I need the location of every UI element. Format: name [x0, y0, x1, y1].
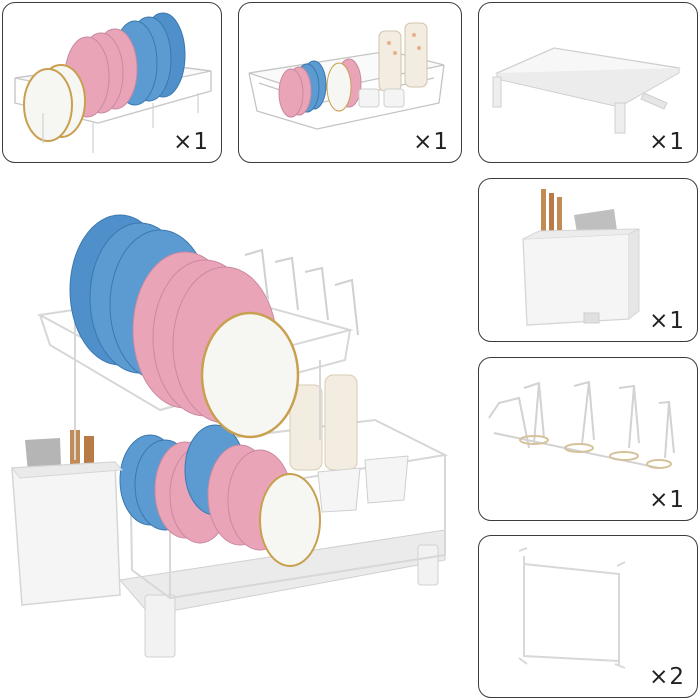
part-card-drain-board: ×1: [478, 2, 698, 163]
assembled-dish-rack: [0, 175, 470, 700]
upper-rack-quantity: ×1: [173, 129, 209, 155]
utensil-holder-image: [522, 189, 640, 326]
drain-board-image: [492, 47, 681, 134]
side-frame-image: [518, 547, 626, 669]
part-card-lower-rack: ×1: [238, 2, 462, 163]
drain-board-quantity: ×1: [649, 129, 685, 155]
assembled-dish-rack-image: [11, 214, 449, 658]
side-frame-quantity: ×2: [649, 664, 685, 690]
part-card-upper-rack: ×1: [2, 2, 222, 163]
part-card-side-frame: ×2: [478, 535, 698, 698]
cup-holder-quantity: ×1: [649, 487, 685, 513]
lower-rack-quantity: ×1: [413, 129, 449, 155]
utensil-holder-quantity: ×1: [649, 308, 685, 334]
lower-rack-image: [248, 22, 445, 130]
upper-rack-image: [14, 12, 212, 153]
part-card-utensil-holder: ×1: [478, 178, 698, 342]
part-card-cup-holder: ×1: [478, 357, 698, 521]
cup-holder-image: [488, 380, 675, 469]
